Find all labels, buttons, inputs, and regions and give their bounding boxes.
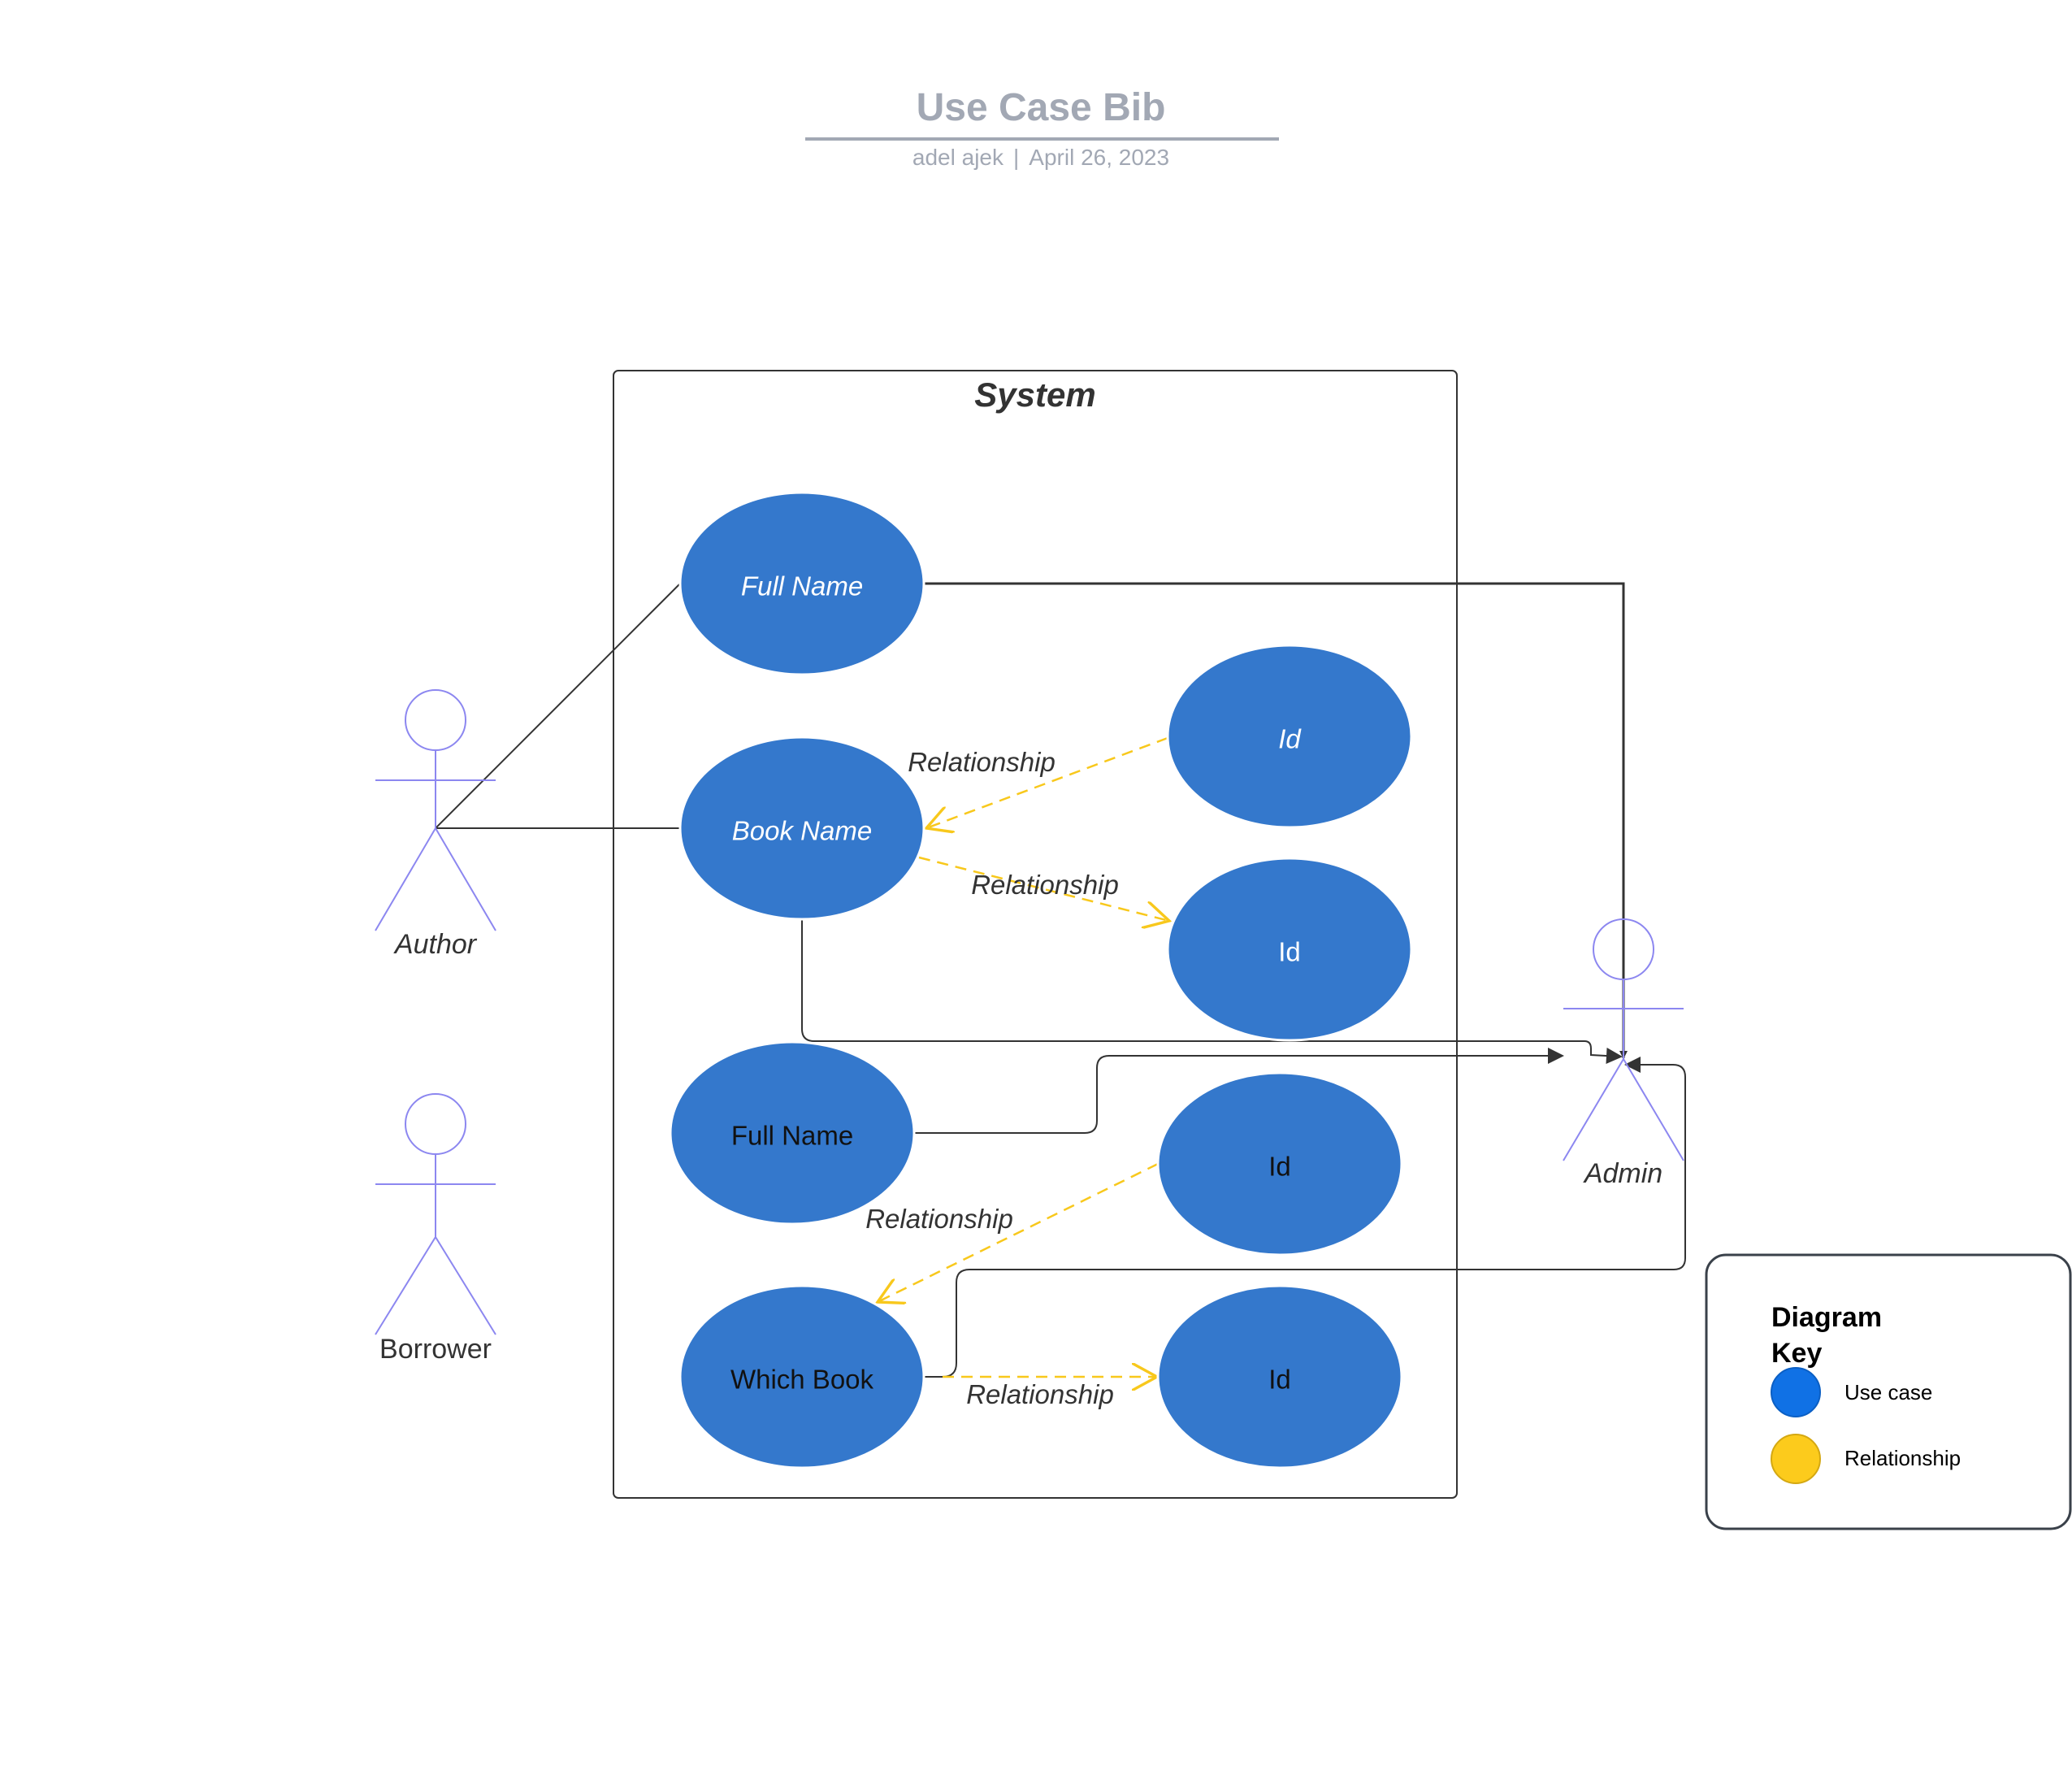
use-case-full-name-bottom[interactable]: Full Name	[669, 1040, 916, 1226]
use-case-id-top[interactable]: Id	[1166, 644, 1413, 829]
use-case-ellipse	[1156, 1284, 1403, 1469]
document-date: April 26, 2023	[1029, 145, 1169, 170]
relationship-label-3: Relationship	[865, 1204, 1013, 1234]
system-box	[613, 370, 1458, 1499]
use-case-ellipse	[1166, 857, 1413, 1042]
use-case-book-name[interactable]: Book Name	[678, 736, 925, 921]
subtitle-separator: |	[1013, 145, 1019, 170]
stick-figure-icon	[375, 689, 496, 931]
system-boundary: System	[613, 370, 1458, 1499]
use-case-label: Full Name	[741, 571, 863, 601]
relationship-label-4: Relationship	[966, 1379, 1114, 1409]
relationship-label-2: Relationship	[971, 870, 1119, 900]
use-case-label: Id	[1278, 724, 1302, 754]
diagram-header: Use Case Bib adel ajek | April 26, 2023	[805, 86, 1279, 170]
use-case-id-third[interactable]: Id	[1156, 1071, 1403, 1257]
use-case-id-bottom[interactable]: Id	[1156, 1284, 1403, 1469]
use-case-ellipse	[678, 1284, 925, 1469]
relationship-line-2	[918, 856, 1169, 921]
actor-borrower[interactable]: Borrower	[375, 1093, 496, 1365]
relationship-line-1	[926, 736, 1168, 828]
use-case-label: Id	[1278, 937, 1301, 967]
relationship-label-1: Relationship	[908, 747, 1056, 777]
use-case-ellipse	[678, 736, 925, 921]
page-title: Use Case Bib	[917, 86, 1166, 129]
association-lines	[435, 582, 1686, 1378]
full-name-bottom-to-admin-line	[914, 1048, 1564, 1134]
use-case-id-second[interactable]: Id	[1166, 857, 1413, 1042]
use-case-swatch	[1771, 1367, 1821, 1417]
legend-use-case-label: Use case	[1844, 1380, 1932, 1404]
actor-author[interactable]: Author	[375, 689, 496, 960]
actor-label: Author	[393, 929, 478, 960]
which-book-to-admin-line	[924, 1057, 1686, 1378]
page-subtitle: adel ajek | April 26, 2023	[912, 145, 1169, 170]
use-case-ellipse	[669, 1040, 916, 1226]
actor-label: Admin	[1583, 1158, 1662, 1189]
use-case-label: Id	[1268, 1152, 1291, 1182]
author-name: adel ajek	[912, 145, 1004, 170]
actor-label: Borrower	[379, 1334, 492, 1365]
use-case-label: Book Name	[732, 816, 872, 846]
relationship-line-3	[878, 1162, 1159, 1302]
use-case-full-name-top[interactable]: Full Name	[678, 491, 925, 676]
use-case-ellipse	[1156, 1071, 1403, 1257]
stick-figure-icon	[375, 1093, 496, 1335]
legend-relationship-label: Relationship	[1844, 1446, 1961, 1470]
author-to-full-name-line	[435, 583, 681, 829]
relationship-swatch	[1771, 1434, 1821, 1484]
book-name-to-admin-line	[801, 919, 1623, 1065]
stick-figure-icon	[1563, 918, 1684, 1161]
use-case-label: Id	[1268, 1365, 1291, 1395]
use-case-which-book[interactable]: Which Book	[678, 1284, 925, 1469]
relationship-lines	[878, 736, 1169, 1377]
use-case-label: Full Name	[731, 1121, 853, 1151]
system-title: System	[974, 375, 1095, 414]
actor-admin[interactable]: Admin	[1563, 918, 1684, 1189]
full-name-to-admin-line	[924, 582, 1628, 1059]
use-case-ellipse	[678, 491, 925, 676]
use-case-label: Which Book	[730, 1365, 874, 1395]
use-case-ellipse	[1166, 644, 1413, 829]
